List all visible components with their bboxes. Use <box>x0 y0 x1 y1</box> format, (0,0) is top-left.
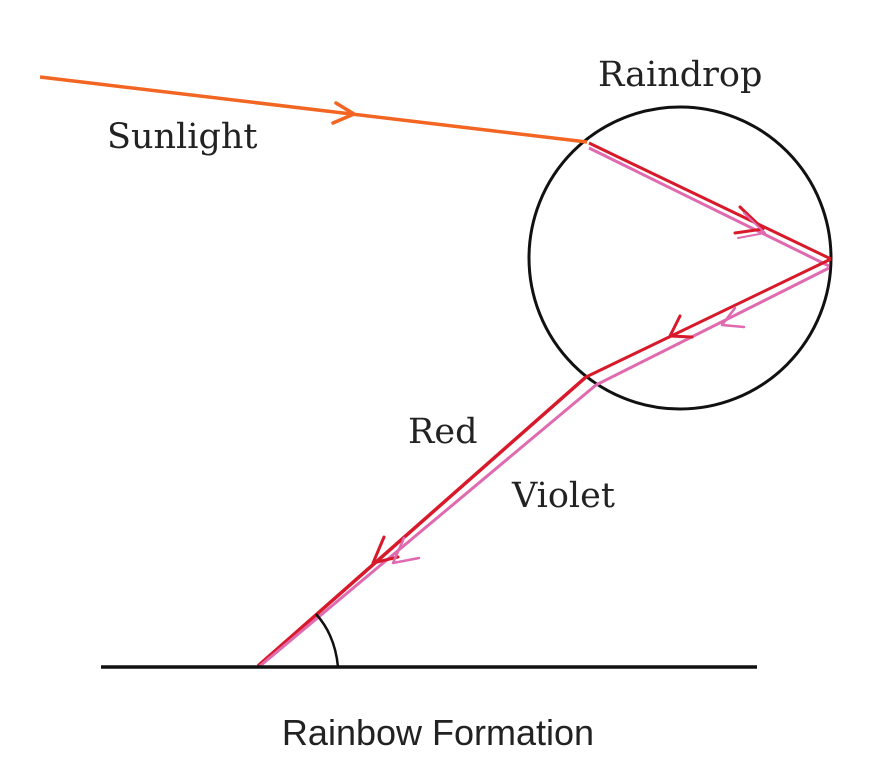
sunlight-ray <box>39 75 588 144</box>
violet-outgoing-arrow <box>391 536 421 565</box>
inner-arrow-1 <box>733 205 765 235</box>
raindrop-circle <box>527 105 833 411</box>
violet-inner-ray-1 <box>588 146 830 268</box>
violet-inner-arrow-2 <box>720 306 746 329</box>
red-inner-ray-1 <box>588 141 832 261</box>
red-outgoing-ray <box>256 375 588 668</box>
inner-arrow-1-violet <box>737 212 766 239</box>
raindrop-label: Raindrop <box>598 55 762 95</box>
violet-label: Violet <box>511 476 615 516</box>
red-inner-ray-2 <box>585 257 832 379</box>
violet-outgoing-ray <box>259 383 597 668</box>
sunlight-arrow <box>331 101 356 125</box>
sunlight-label: Sunlight <box>107 117 257 157</box>
violet-inner-ray-2 <box>595 266 830 387</box>
red-label: Red <box>408 412 477 452</box>
angle-arc <box>315 613 340 668</box>
diagram-caption: Rainbow Formation <box>282 712 594 753</box>
red-inner-arrow-2 <box>668 314 694 339</box>
red-outgoing-arrow <box>371 535 400 565</box>
